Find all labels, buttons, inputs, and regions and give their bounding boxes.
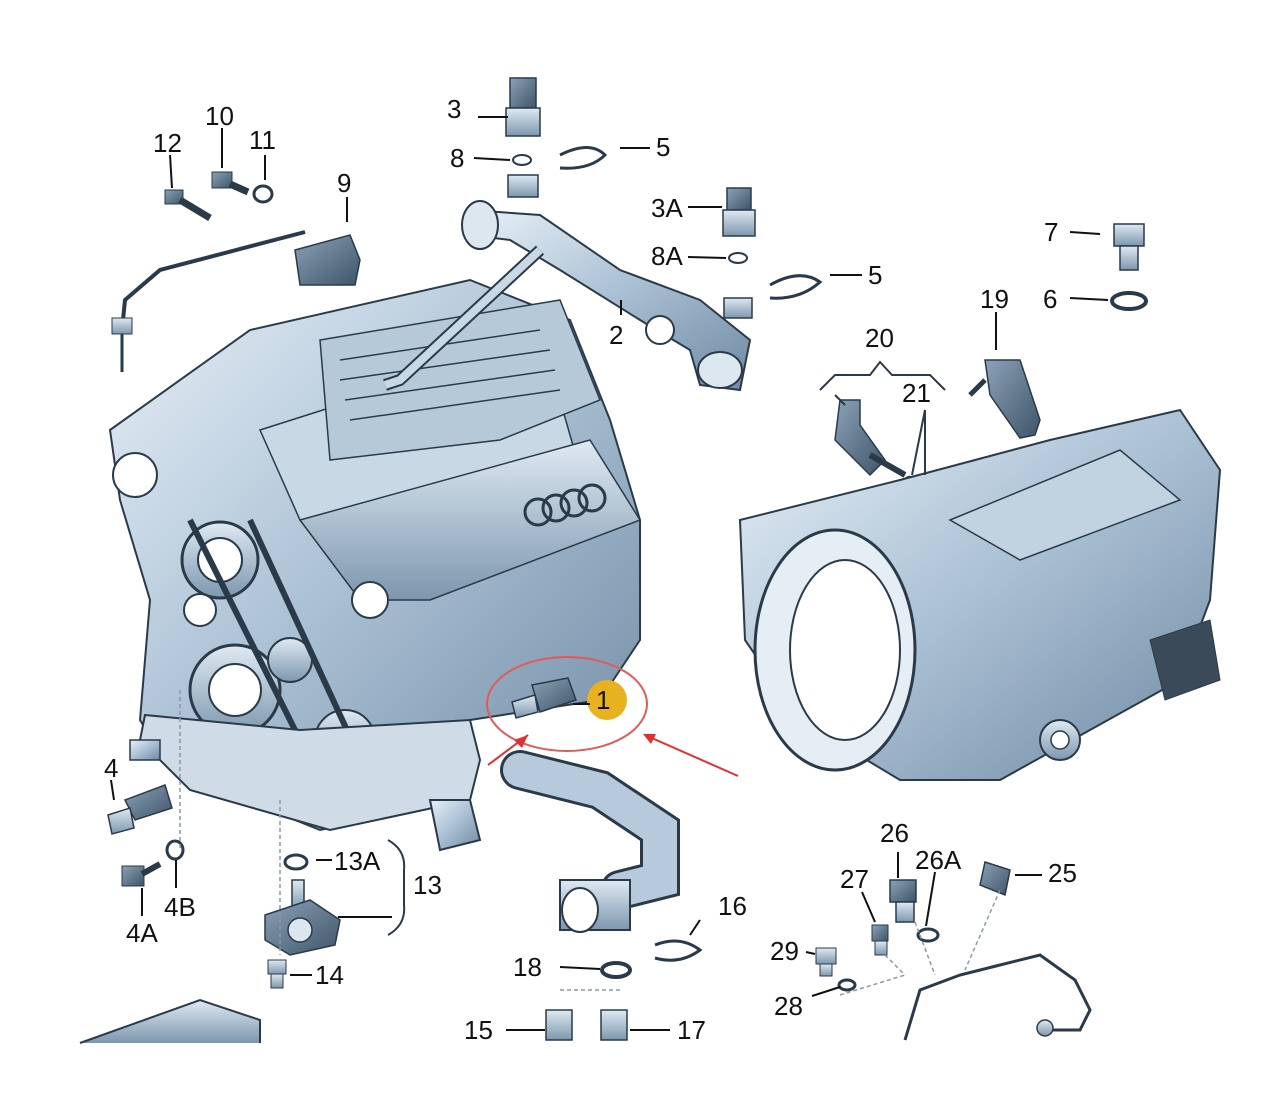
arrow-right-head — [643, 734, 656, 744]
bolt-12 — [164, 189, 212, 222]
plug-17 — [600, 1009, 628, 1041]
sensor-1 — [511, 677, 577, 719]
seal-18 — [600, 961, 632, 979]
sensor-27 — [871, 924, 889, 956]
label-26: 26 — [880, 818, 909, 848]
label-3: 3 — [447, 94, 462, 124]
label-19: 19 — [980, 284, 1009, 314]
label-29: 29 — [770, 936, 799, 966]
label-16: 16 — [718, 891, 747, 921]
label-4A: 4A — [126, 918, 158, 948]
bolt-4A — [121, 861, 162, 887]
bolt-29 — [815, 947, 837, 977]
leader-lines — [110, 116, 1109, 1031]
washer-11 — [252, 184, 274, 204]
label-13: 13 — [413, 870, 442, 900]
highlight-badge — [587, 680, 627, 720]
audi-logo — [523, 483, 607, 527]
partial-part-bottom — [79, 998, 261, 1044]
label-27: 27 — [840, 864, 869, 894]
dashed-guides — [179, 690, 1001, 996]
washer-6 — [1110, 291, 1148, 311]
washer-28 — [837, 978, 857, 992]
label-20: 20 — [865, 323, 894, 353]
arrow-left-head — [514, 735, 528, 748]
label-4B: 4B — [164, 892, 196, 922]
label-15: 15 — [464, 1015, 493, 1045]
transmission — [738, 408, 1222, 781]
highlight-label-1: 1 — [596, 685, 611, 715]
bracket-20 — [819, 360, 946, 391]
sensor-3 — [505, 77, 541, 198]
sensor-26 — [889, 879, 917, 923]
label-21: 21 — [902, 378, 931, 408]
label-14: 14 — [315, 960, 344, 990]
clip-5-lower — [769, 274, 823, 300]
wiring-harness — [903, 953, 1092, 1041]
sensor-4 — [107, 784, 173, 835]
label-6: 6 — [1043, 284, 1058, 314]
label-26A: 26A — [915, 845, 962, 875]
bracket-13 — [387, 839, 406, 936]
label-18: 18 — [513, 952, 542, 982]
washer-4B — [165, 839, 185, 861]
bolt-10 — [211, 171, 250, 196]
label-13A: 13A — [334, 846, 381, 876]
label-3A: 3A — [651, 193, 683, 223]
label-5a: 5 — [656, 132, 671, 162]
sensor-9 — [111, 230, 361, 372]
engine-block — [108, 278, 642, 852]
sensor-13 — [264, 879, 341, 956]
clip-16 — [654, 939, 703, 962]
bolt-7 — [1113, 223, 1145, 271]
seal-26A — [916, 927, 940, 943]
coolant-hose — [500, 750, 680, 933]
arrow-right — [644, 734, 739, 777]
label-9: 9 — [337, 168, 352, 198]
label-4: 4 — [104, 753, 119, 783]
label-25: 25 — [1048, 858, 1077, 888]
sensor-20 — [834, 399, 907, 478]
coolant-pipe — [383, 200, 752, 392]
label-5b: 5 — [868, 260, 883, 290]
bolt-14 — [267, 959, 287, 989]
label-10: 10 — [205, 101, 234, 131]
label-17: 17 — [677, 1015, 706, 1045]
clip-5-top — [559, 146, 608, 170]
highlight-circle — [486, 656, 648, 752]
plug-15 — [545, 1009, 573, 1041]
sensor-3A — [722, 187, 756, 319]
label-12: 12 — [153, 128, 182, 158]
label-8A: 8A — [651, 241, 683, 271]
label-2: 2 — [609, 320, 624, 350]
label-8: 8 — [450, 143, 465, 173]
label-11: 11 — [249, 125, 276, 155]
part-19 — [968, 359, 1041, 439]
leader-21a — [911, 409, 926, 476]
o-ring-13A — [283, 853, 309, 871]
label-28: 28 — [774, 991, 803, 1021]
sensor-25 — [979, 861, 1011, 897]
label-7: 7 — [1044, 217, 1059, 247]
